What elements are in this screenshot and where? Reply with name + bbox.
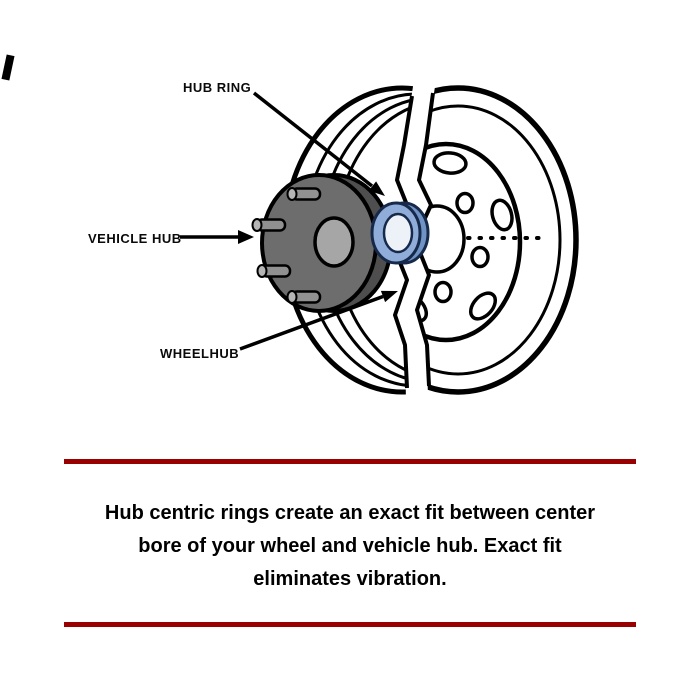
hub-ring-hole xyxy=(382,212,414,254)
vehicle-hub xyxy=(251,173,393,313)
caption-line-3: eliminates vibration. xyxy=(253,568,447,590)
caption-line-2: bore of your wheel and vehicle hub. Exac… xyxy=(138,535,562,557)
vent-slot xyxy=(490,198,514,232)
caption-text: Hub centric rings create an exact fit be… xyxy=(0,497,700,596)
wheel-face xyxy=(415,85,579,395)
lug-hole xyxy=(455,191,475,215)
vehicle-hub-arrow xyxy=(180,230,254,244)
vent-slot xyxy=(432,151,468,175)
vent-slot xyxy=(468,291,498,321)
caption-line-1: Hub centric rings create an exact fit be… xyxy=(104,502,596,524)
vehicle-hub-bore xyxy=(313,216,355,268)
divider-bottom xyxy=(64,622,636,627)
hub-ring-label: HUB RING xyxy=(183,80,252,95)
divider-top xyxy=(64,459,636,464)
wheelhub-arrow xyxy=(239,290,398,351)
wheel-stud xyxy=(256,264,292,278)
hub-ring-arrow xyxy=(252,91,385,196)
hub-ring xyxy=(370,201,430,265)
hub-assembly-diagram xyxy=(180,85,579,395)
wheel-stud xyxy=(286,187,322,201)
lug-hole xyxy=(433,280,453,304)
lug-hole xyxy=(470,245,490,269)
wheel-stud xyxy=(286,290,322,304)
vehicle-hub-label: VEHICLE HUB xyxy=(88,231,182,246)
wheelhub-label: WHEELHUB xyxy=(160,346,240,361)
wheel-stud xyxy=(251,218,287,232)
